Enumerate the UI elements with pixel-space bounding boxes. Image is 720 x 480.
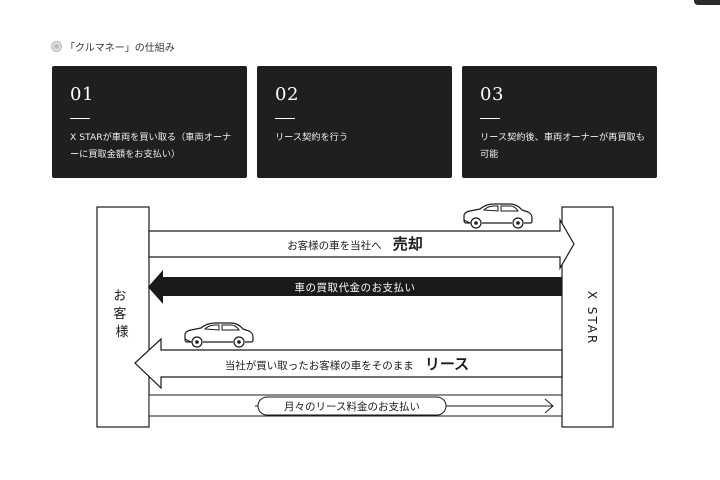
customer-label: お 客 様: [113, 289, 130, 340]
step-cards: 01 X STARが車両を買い取る（車両オーナーに買取金額をお支払い） 02 リ…: [52, 66, 657, 178]
lease-arrow-emphasis: リース: [425, 355, 469, 373]
step-number: 02: [275, 84, 299, 105]
bullet-circle-icon: [52, 42, 61, 51]
sell-arrow-text: お客様の車を当社へ: [287, 239, 382, 252]
monthly-arrow-head: [544, 398, 554, 414]
step-card-1: 01 X STARが車両を買い取る（車両オーナーに買取金額をお支払い）: [52, 66, 247, 178]
step-divider: [480, 118, 500, 119]
step-text: リース契約を行う: [275, 132, 349, 143]
corner-tab: [694, 0, 720, 5]
sell-arrow-label: お客様の車を当社へ 売却: [287, 234, 423, 253]
step-card-2: 02 リース契約を行う: [257, 66, 452, 178]
lease-arrow: [134, 337, 563, 390]
step-text: リース契約後、車両オーナーが再買取も可能: [480, 132, 645, 160]
step-number: 03: [480, 84, 504, 105]
step-divider: [275, 118, 295, 119]
step-card-3: 03 リース契約後、車両オーナーが再買取も可能: [462, 66, 657, 178]
sell-arrow-emphasis: 売却: [393, 235, 423, 253]
sell-arrow: [148, 217, 575, 271]
step-number: 01: [70, 84, 94, 105]
step-divider: [70, 118, 90, 119]
section-heading: 「クルマネー」の仕組み: [52, 39, 175, 54]
step-text: X STARが車両を買い取る（車両オーナーに買取金額をお支払い）: [70, 132, 232, 160]
xstar-label: X STAR: [585, 291, 599, 346]
monthly-arrow-label: 月々のリース料金のお支払い: [284, 400, 420, 413]
car-icon: [463, 203, 533, 229]
monthly-pill: [257, 396, 447, 416]
lease-arrow-label: 当社が買い取ったお客様の車をそのまま リース: [225, 354, 469, 373]
payment-arrow: [148, 270, 562, 304]
payment-arrow-label: 車の買取代金のお支払い: [295, 281, 416, 294]
section-title: 「クルマネー」の仕組み: [65, 43, 175, 54]
car-icon: [184, 322, 254, 348]
customer-box: [96, 206, 150, 428]
lease-arrow-text: 当社が買い取ったお客様の車をそのまま: [225, 359, 414, 372]
